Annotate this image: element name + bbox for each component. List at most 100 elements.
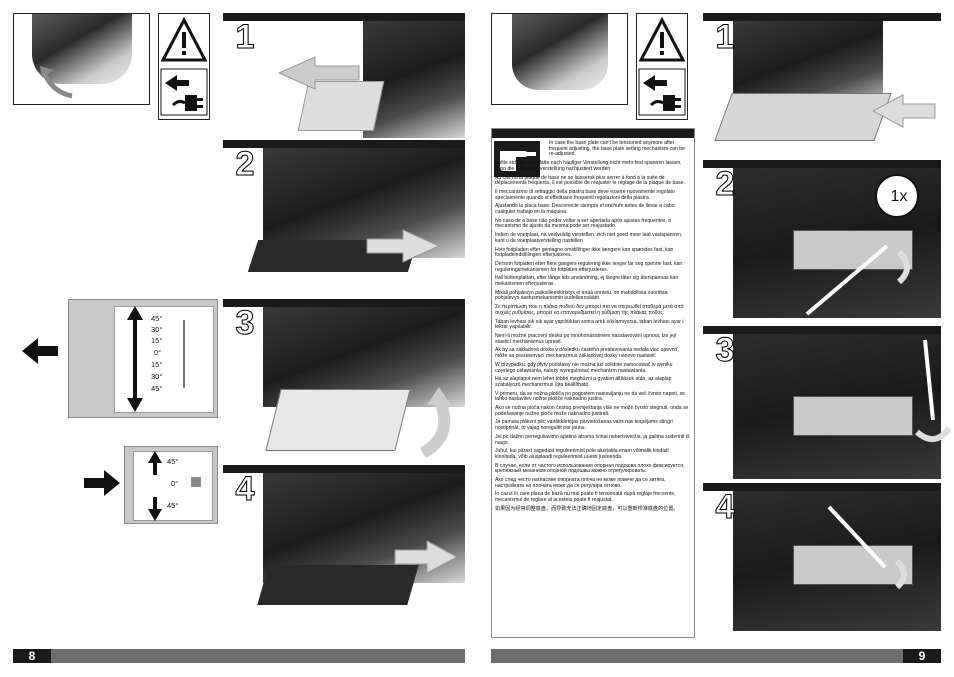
unplug-icon xyxy=(160,68,208,116)
left-step-4-panel: 4 xyxy=(223,465,465,630)
step-bar xyxy=(703,13,941,21)
right-step-3-panel: 3 xyxy=(703,326,952,479)
left-step-1-panel: 1 xyxy=(223,13,465,138)
notch-marker xyxy=(191,477,201,487)
angle-plate xyxy=(114,306,214,413)
angle-label-45-top: 45° xyxy=(167,457,179,466)
angle-diagram-bottom: 45° 0° 45° xyxy=(124,446,218,524)
paragraph-nl: Indien de voetplaat, na veelvuldig verst… xyxy=(495,232,683,244)
jigsaw-photo xyxy=(263,148,465,258)
paragraph-es: Ajustando la placa base. Desconecte siem… xyxy=(495,203,675,216)
left-arrow-icon xyxy=(22,338,58,364)
warning-icons-panel-left xyxy=(158,13,210,120)
notch-markers xyxy=(183,320,201,388)
adjust-screw-plate xyxy=(793,545,913,585)
paragraph-tr: Taban levhası sık sık ayar yapıldıktan s… xyxy=(495,318,684,331)
step-bar xyxy=(223,299,465,307)
left-top-photo-frame xyxy=(13,13,150,105)
step-number: 2 xyxy=(715,165,735,204)
paragraph-pt: No caso de a base não poder voltar a ser… xyxy=(495,217,672,230)
paragraph-el: Σε περίπτωση που η πλάκα ποδιού δεν μπορ… xyxy=(495,304,684,316)
step-bar xyxy=(223,13,465,21)
paragraph-en: In case the base plate can't be tensione… xyxy=(549,140,685,158)
paragraph-lv: Ja pamata plāksni pēc vairākkārtējas pār… xyxy=(495,419,673,432)
warning-triangle-icon xyxy=(638,16,686,62)
footer-bar-left xyxy=(51,649,465,663)
page-number-right: 9 xyxy=(903,649,941,663)
angle-label-30-bottom: 30° xyxy=(151,372,163,381)
step-number: 4 xyxy=(235,470,255,509)
pointing-hand-icon xyxy=(494,141,540,177)
paragraph-lt: Jei po dažno perreguliavimo apatinė atra… xyxy=(495,433,690,446)
paragraph-cs: Není-li možné pracovní desku po mnohonás… xyxy=(495,332,677,345)
left-step-2-panel: 2 xyxy=(223,140,465,288)
paragraph-fr: Au cas où la plaque de base ne se laisse… xyxy=(495,174,686,187)
page-number-left: 8 xyxy=(13,649,51,663)
angle-label-30-top: 30° xyxy=(151,325,163,334)
step-bar xyxy=(703,326,941,334)
paragraph-no: Dersom fotplaten etter flere gangers reg… xyxy=(495,260,683,273)
arrow-icon xyxy=(366,229,441,263)
angle-label-45-bottom: 45° xyxy=(167,501,179,510)
arrow-icon xyxy=(277,56,360,90)
hex-key-icon xyxy=(915,339,952,442)
instructions-text-column: In case the base plate can't be tensione… xyxy=(491,128,695,638)
right-step-4-panel: 4 xyxy=(703,483,941,631)
paragraph-hu: Ha az alaplapot nem lehet többé meghúzni… xyxy=(495,376,672,388)
step-number: 1 xyxy=(235,18,255,57)
rotate-arrow-icon xyxy=(419,387,451,457)
paragraph-it: Il meccanismo di settaggio della piastra… xyxy=(495,188,675,201)
paragraph-fi: Mikäli pohjalevyn paikoilleenkiristys ei… xyxy=(495,289,668,302)
jigsaw-photo xyxy=(363,21,465,138)
step-number: 4 xyxy=(715,488,735,527)
paragraph-sl: V primeru, da se nožna plošča po pogoste… xyxy=(495,390,685,403)
double-arrow-icon xyxy=(148,451,162,521)
angle-label-0: 0° xyxy=(154,348,162,357)
adjust-screw-plate xyxy=(793,396,913,436)
angle-label-15-bottom: 15° xyxy=(151,360,163,369)
double-arrow-icon xyxy=(127,306,143,412)
step-number: 2 xyxy=(235,145,255,184)
badge-label: 1x xyxy=(890,188,908,205)
text-header-bar xyxy=(492,129,694,138)
base-plate-photo xyxy=(512,14,608,90)
unplug-icon xyxy=(638,68,686,116)
arrow-icon xyxy=(871,94,936,128)
right-arrow-icon xyxy=(84,470,120,496)
paragraph-zh: 如果因为经常调整底盘，而导致无法正确地固定底盘，可以重新校准底盘的位置。 xyxy=(495,505,679,512)
paragraph-sk: Ak by sa základová doska v dôsledku čast… xyxy=(495,347,679,360)
repeat-once-badge: 1x xyxy=(875,174,919,218)
angle-label-0: 0° xyxy=(171,479,179,488)
paragraph-de: Sollte sich die Fußplatte nach häufiger … xyxy=(495,160,682,172)
right-step-1-panel: 1 xyxy=(703,13,941,151)
step-bar xyxy=(703,160,941,168)
rotate-arrow-icon xyxy=(40,66,73,99)
angle-diagram-top: 45° 30° 15° 0° 15° 30° 45° xyxy=(68,299,218,418)
paragraph-da: Hvis fodpladen efter gentagne omstilling… xyxy=(495,246,674,259)
base-plate-shape xyxy=(265,389,411,451)
arrow-icon xyxy=(394,540,459,574)
paragraph-list: In case the base plate can't be tensione… xyxy=(495,140,691,516)
angle-label-45-top: 45° xyxy=(151,314,163,323)
step-number: 3 xyxy=(235,304,255,343)
left-step-3-panel: 3 xyxy=(223,299,465,459)
right-top-photo-frame xyxy=(491,13,628,105)
adjust-screw-plate xyxy=(793,230,913,270)
base-plate-shape xyxy=(714,93,892,141)
right-step-2-panel: 1x 2 xyxy=(703,160,941,318)
paragraph-pl: W przypadku, gdy płyty podstawy nie możn… xyxy=(495,361,673,374)
paragraph-sv: Ifall bottenplattan, efter långs tids an… xyxy=(495,275,679,288)
step-bar xyxy=(223,465,465,473)
warning-triangle-icon xyxy=(160,16,208,62)
step-number: 1 xyxy=(715,18,735,57)
hex-key-icon xyxy=(805,244,910,316)
step-number: 3 xyxy=(715,331,735,370)
paragraph-ro: În cazul în care placa de bază nu mai po… xyxy=(495,491,676,504)
paragraph-ru: В случае, если от частого использования … xyxy=(495,462,685,475)
angle-label-45-bottom: 45° xyxy=(151,384,163,393)
step-bar xyxy=(223,140,465,148)
step-bar xyxy=(703,483,941,491)
paragraph-hr: Ako se nožna ploča nakon čestog premješt… xyxy=(495,405,689,417)
paragraph-bg: Ако след често нагласяне опорната плоча … xyxy=(495,477,666,489)
hex-key-icon xyxy=(827,505,907,590)
